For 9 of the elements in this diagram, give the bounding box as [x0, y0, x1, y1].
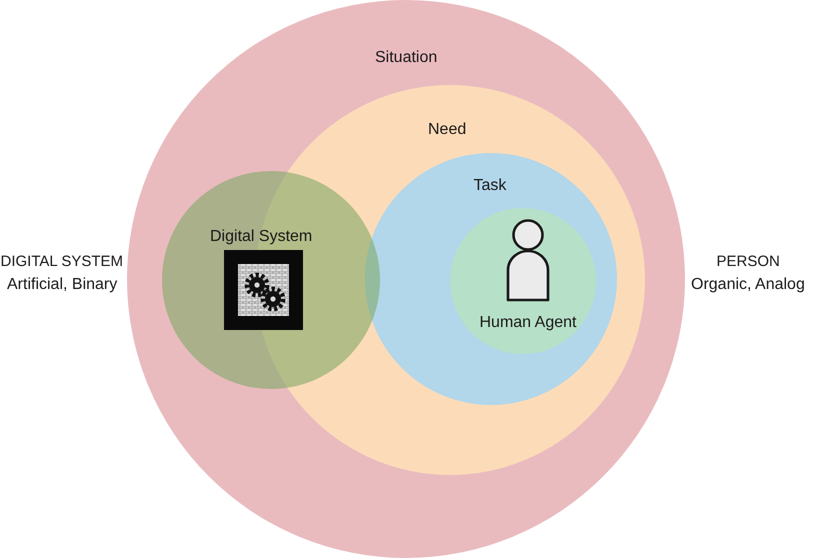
side-heading: DIGITAL SYSTEM — [0, 253, 124, 271]
side-heading: PERSON — [716, 253, 780, 271]
circle-label: Human Agent — [480, 314, 576, 332]
circle-label: Need — [428, 121, 466, 139]
circle-label: Task — [474, 177, 506, 195]
side-subheading: Organic, Analog — [691, 276, 805, 294]
circle-label: Digital System — [210, 228, 312, 246]
side-subheading: Artificial, Binary — [7, 276, 118, 294]
circle-label: Situation — [375, 49, 438, 67]
